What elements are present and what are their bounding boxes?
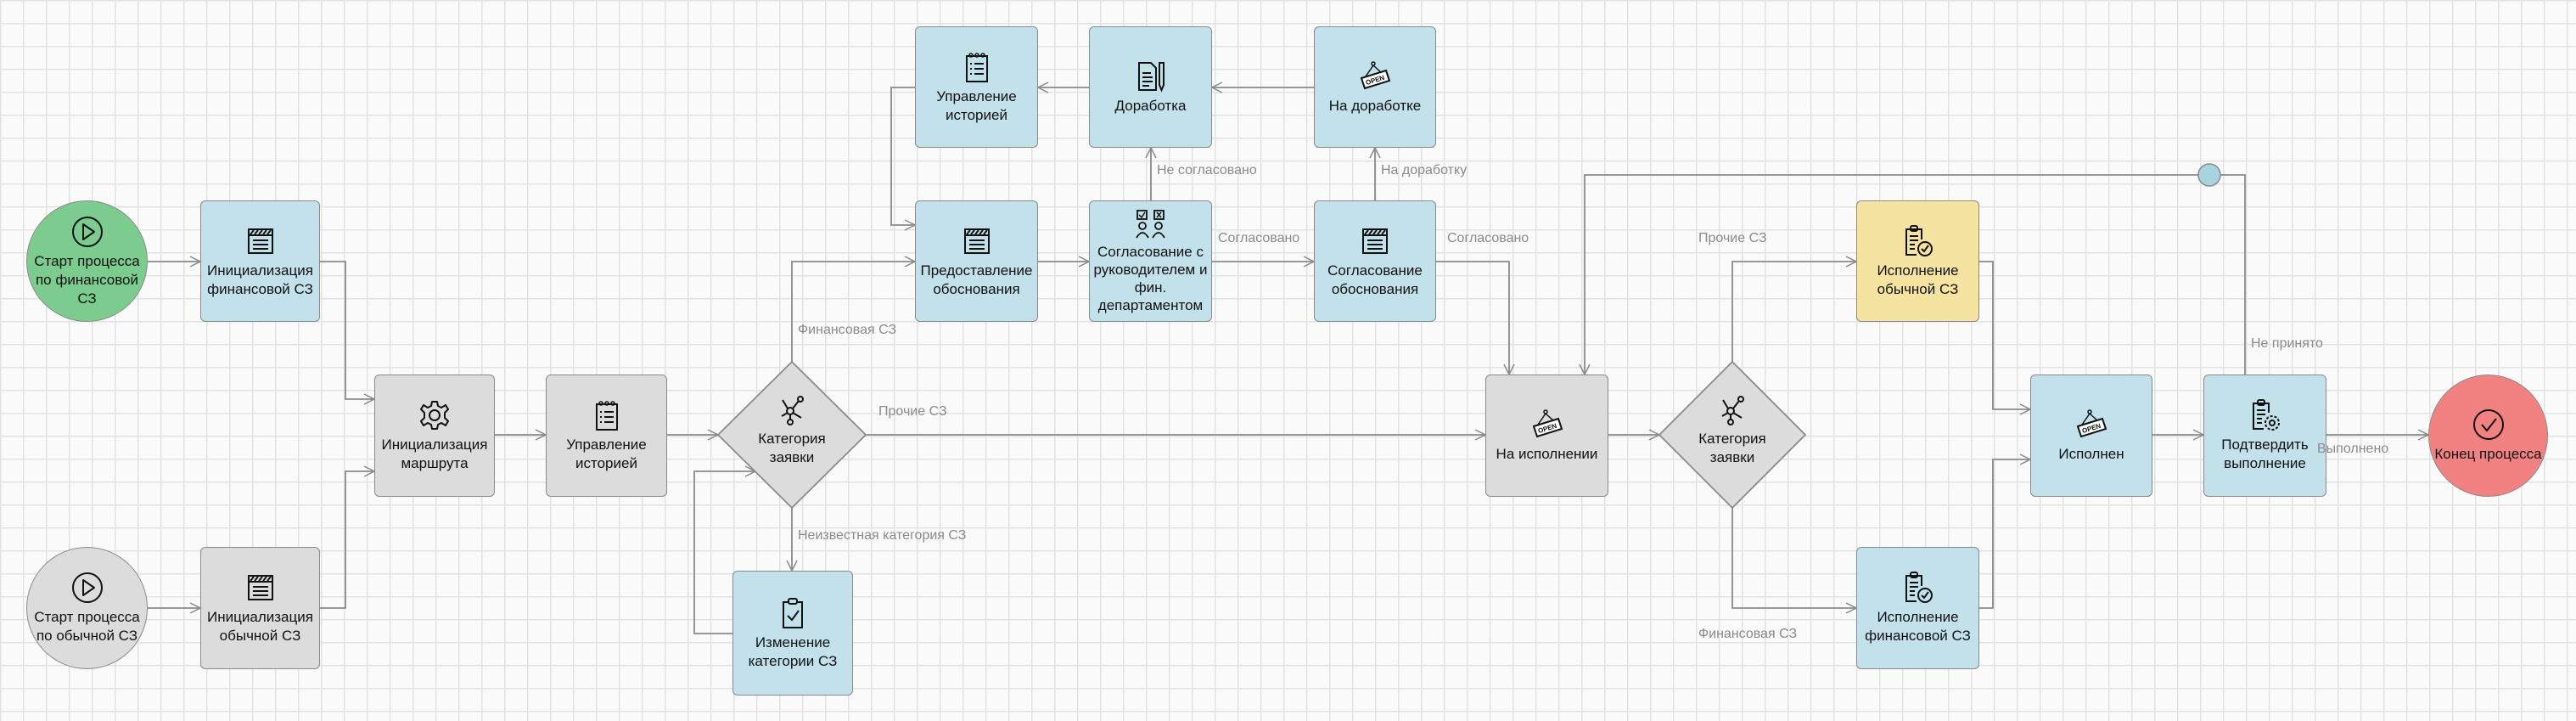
node-label: Управление историей	[936, 87, 1017, 123]
task-confirm-completion[interactable]: Подтвердить выполнение	[2203, 375, 2326, 497]
task-rework[interactable]: Доработка	[1089, 26, 1212, 148]
node-label: Подтвердить выполнение	[2221, 437, 2309, 471]
gateway-diamond-2[interactable]	[1658, 360, 1807, 510]
node-label: Изменение категории СЗ	[748, 634, 838, 669]
node-label: Старт процесса по финансовой СЗ	[34, 252, 140, 307]
edge-label-to-rework: На доработку	[1381, 163, 1468, 177]
task-history-main[interactable]: Управление историей	[546, 375, 667, 497]
edge-label-done: Выполнено	[2317, 442, 2389, 456]
task-change-category[interactable]: Изменение категории СЗ	[732, 571, 853, 696]
node-label: Конец процесса	[2434, 446, 2542, 462]
network-icon	[1715, 392, 1749, 426]
edge-podtv-not-accepted[interactable]	[1585, 174, 2246, 375]
node-label: Исполнение финансовой СЗ	[1865, 609, 1971, 644]
open-sign-icon	[1358, 59, 1392, 93]
task-approval-manager-finance[interactable]: Согласование с руководителем и фин. депа…	[1089, 200, 1212, 322]
people-approval-icon	[1134, 209, 1168, 243]
node-label: Категория заявки	[758, 431, 826, 465]
gear-icon	[418, 398, 452, 432]
clipboard-check-circle-icon	[1901, 224, 1935, 258]
task-history-top[interactable]: Управление историей	[915, 26, 1038, 148]
end-event[interactable]: Конец процесса	[2428, 375, 2548, 497]
task-in-execution[interactable]: На исполнении	[1485, 375, 1608, 497]
task-executed[interactable]: Исполнен	[2030, 375, 2152, 497]
open-sign-icon	[2074, 408, 2108, 442]
task-execute-financial[interactable]: Исполнение финансовой СЗ	[1856, 547, 1979, 669]
edge-init-fin-to-init-route[interactable]	[320, 261, 374, 399]
node-label: Инициализация финансовой СЗ	[207, 262, 313, 297]
edge-label-gate1-other: Прочие СЗ	[878, 404, 947, 419]
clipboard-check-icon	[776, 596, 810, 630]
task-init-regular[interactable]: Инициализация обычной СЗ	[200, 547, 320, 669]
node-label: Инициализация обычной СЗ	[207, 609, 313, 644]
edge-label-gate1-unknown: Неизвестная категория СЗ	[798, 528, 967, 543]
gateway-2-content: Категория заявки	[1675, 392, 1789, 467]
node-label: Инициализация маршрута	[381, 437, 488, 471]
notepad-list-icon	[960, 50, 994, 84]
notepad-list-icon	[590, 398, 624, 432]
task-init-route[interactable]: Инициализация маршрута	[374, 375, 495, 497]
edge-label-gate1-fin: Финансовая СЗ	[798, 323, 897, 337]
edge-init-ob-to-init-route[interactable]	[320, 471, 374, 609]
node-label: Категория заявки	[1698, 431, 1766, 465]
task-approve-justification[interactable]: Согласование обоснования	[1314, 200, 1436, 322]
check-circle-icon	[2472, 408, 2506, 442]
node-label: Согласование обоснования	[1327, 262, 1423, 297]
task-provide-justification[interactable]: Предоставление обоснования	[915, 200, 1038, 322]
edge-izm-kat-to-gate1[interactable]	[693, 471, 755, 634]
edge-label-agreed-1: Согласовано	[1218, 231, 1300, 245]
open-sign-icon	[1530, 408, 1564, 442]
edge-gate2-other[interactable]	[1731, 262, 1856, 362]
clapperboard-icon	[1358, 224, 1392, 258]
edge-isp-fin-to-ispolnen[interactable]	[1979, 459, 2030, 609]
node-label: Управление историей	[566, 437, 647, 471]
node-label: На исполнении	[1496, 446, 1598, 462]
play-circle-icon	[70, 215, 104, 249]
edge-label-gate2-fin: Финансовая СЗ	[1698, 627, 1798, 641]
start-event-regular[interactable]: Старт процесса по обычной СЗ	[26, 547, 148, 669]
node-label: Согласование с руководителем и фин. депа…	[1093, 243, 1208, 313]
node-label: Исполнен	[2058, 446, 2124, 462]
clipboard-gear-icon	[2248, 398, 2282, 432]
task-on-rework[interactable]: На доработке	[1314, 26, 1436, 148]
gateway-diamond-1[interactable]	[716, 360, 867, 510]
edge-hist-top-to-predost[interactable]	[890, 87, 915, 225]
edge-label-not-agreed: Не согласовано	[1157, 163, 1257, 177]
edge-label-agreed-2: Согласовано	[1447, 231, 1529, 245]
edge-gate1-fin[interactable]	[791, 262, 915, 362]
node-label: Предоставление обоснования	[920, 262, 1033, 297]
clapperboard-icon	[244, 571, 278, 605]
edge-gate2-fin[interactable]	[1731, 508, 1856, 608]
play-circle-icon	[70, 571, 104, 605]
network-icon	[775, 392, 809, 426]
task-init-financial[interactable]: Инициализация финансовой СЗ	[200, 200, 320, 322]
clapperboard-icon	[244, 224, 278, 258]
document-pencil-icon	[1134, 59, 1168, 93]
clapperboard-icon	[960, 224, 994, 258]
start-event-financial[interactable]: Старт процесса по финансовой СЗ	[26, 200, 148, 322]
node-label: Доработка	[1114, 97, 1187, 114]
edge-sogl-obosn-agreed[interactable]	[1436, 261, 1509, 375]
junction-point[interactable]	[2197, 163, 2221, 187]
node-label: Исполнение обычной СЗ	[1877, 262, 1959, 297]
edge-label-not-accepted: Не принято	[2251, 336, 2323, 351]
gateway-1-content: Категория заявки	[735, 392, 849, 467]
clipboard-check-circle-icon	[1901, 571, 1935, 605]
task-execute-regular[interactable]: Исполнение обычной СЗ	[1856, 200, 1979, 322]
edge-label-gate2-other: Прочие СЗ	[1698, 231, 1767, 245]
node-label: Старт процесса по обычной СЗ	[34, 609, 140, 644]
node-label: На доработке	[1328, 97, 1422, 114]
edge-isp-ob-to-ispolnen[interactable]	[1979, 261, 2030, 409]
